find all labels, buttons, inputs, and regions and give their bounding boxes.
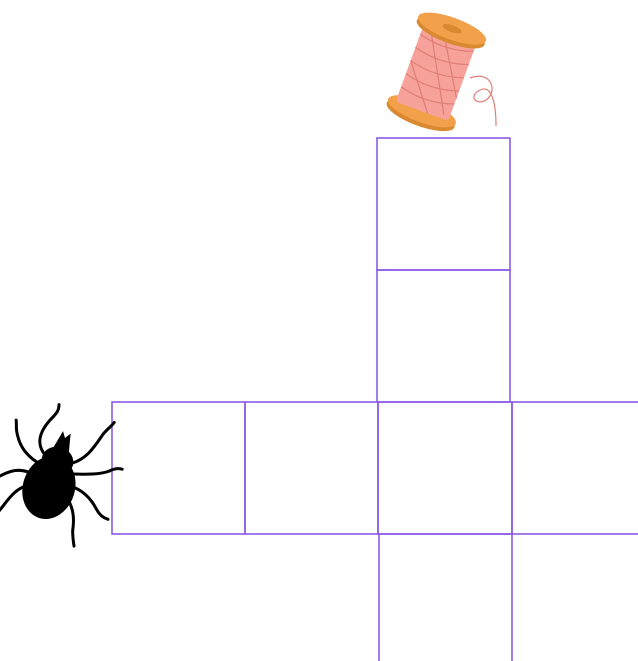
thread-spool-icon[interactable]: [383, 6, 496, 138]
grid-cell-upper-middle[interactable]: [377, 270, 510, 402]
path-grid: [112, 138, 638, 661]
grid-cell-row-left[interactable]: [112, 402, 245, 534]
grid-cell-top[interactable]: [377, 138, 510, 270]
tick-icon[interactable]: [0, 390, 137, 553]
grid-cell-row-right[interactable]: [512, 402, 638, 534]
grid-cell-row-center-left[interactable]: [245, 402, 378, 534]
grid-cell-bottom[interactable]: [379, 534, 512, 661]
grid-cell-row-center[interactable]: [378, 402, 512, 534]
